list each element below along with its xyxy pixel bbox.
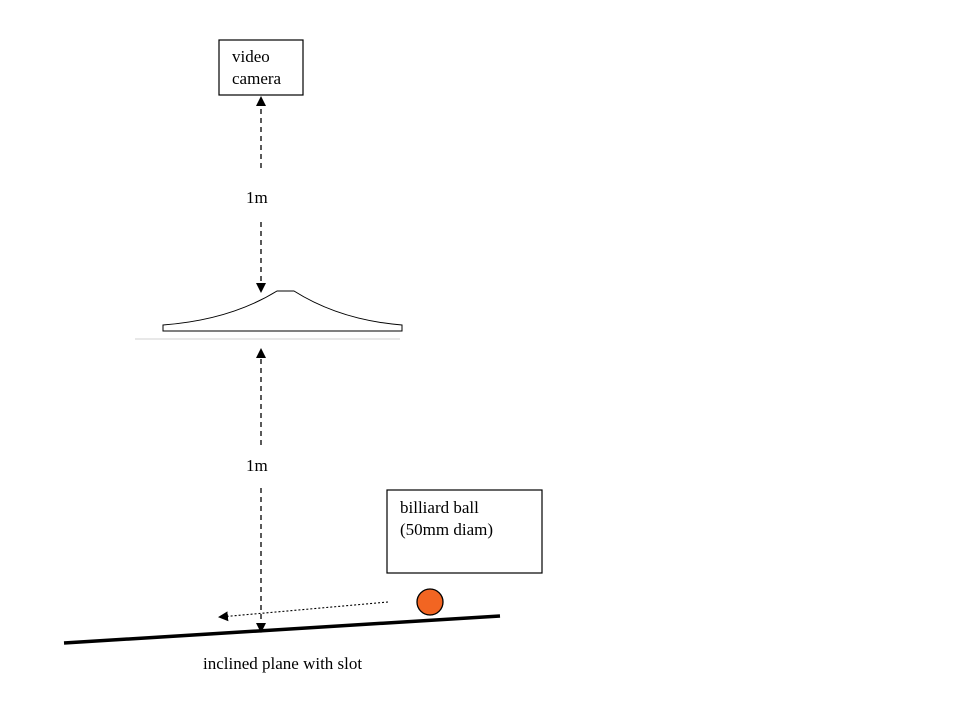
lower-distance-label: 1m [246, 456, 268, 475]
ball-label-line2: (50mm diam) [400, 520, 493, 539]
video-camera-box: video camera [218, 39, 304, 96]
ball-path-arrow [218, 601, 389, 622]
cone-reflector [135, 290, 403, 340]
camera-label-line1: video [232, 47, 270, 66]
billiard-ball-box: billiard ball (50mm diam) [386, 489, 543, 574]
ball-label-line1: billiard ball [400, 498, 479, 517]
camera-label-line2: camera [232, 69, 282, 88]
upper-distance-label: 1m [246, 188, 268, 207]
billiard-ball [416, 588, 444, 616]
inclined-plane [63, 614, 501, 645]
inclined-plane-label: inclined plane with slot [203, 654, 362, 673]
